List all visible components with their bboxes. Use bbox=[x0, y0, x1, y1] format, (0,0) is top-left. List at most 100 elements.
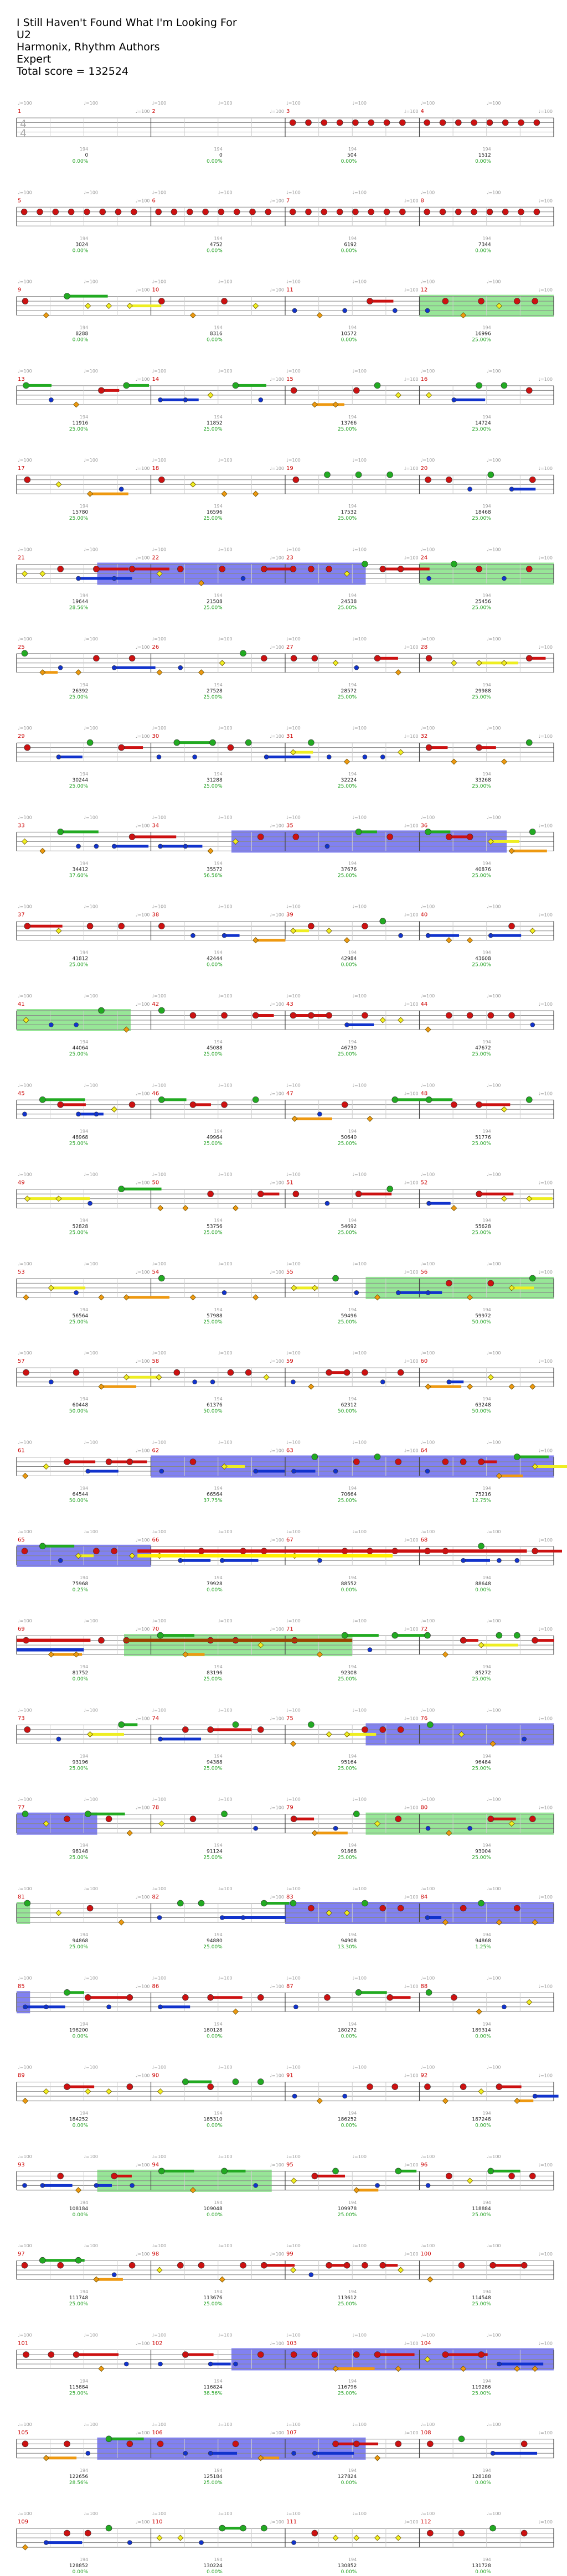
tempo-label: ♩=100 bbox=[84, 1708, 98, 1713]
tempo-label: ♩=100 bbox=[270, 1270, 284, 1275]
measure-number: 16 bbox=[421, 376, 428, 382]
tempo-label: ♩=100 bbox=[136, 466, 150, 471]
orange-note bbox=[425, 1026, 431, 1033]
red-note bbox=[489, 2262, 496, 2269]
blue-note bbox=[398, 933, 403, 938]
measure-percent: 25.00% bbox=[203, 516, 223, 521]
orange-note bbox=[514, 2098, 520, 2104]
sustain-tail bbox=[491, 1817, 516, 1820]
tempo-label: ♩=100 bbox=[218, 726, 233, 731]
measure-number: 47 bbox=[286, 1090, 293, 1096]
beat-count-label: 194 bbox=[348, 1307, 357, 1312]
sustain-tail bbox=[114, 666, 156, 669]
tempo-label: ♩=100 bbox=[218, 2065, 233, 2070]
beat-count-label: 194 bbox=[348, 1396, 357, 1401]
tempo-label: ♩=100 bbox=[18, 904, 32, 909]
tempo-label: ♩=100 bbox=[404, 556, 419, 561]
orange-note bbox=[496, 1919, 502, 1926]
measure-percent: 50.00% bbox=[69, 1409, 89, 1414]
measure-percent: 0.00% bbox=[207, 963, 223, 968]
red-note bbox=[227, 1369, 234, 1376]
yellow-note bbox=[232, 838, 239, 845]
tempo-label: ♩=100 bbox=[136, 1449, 150, 1453]
sustain-tail bbox=[293, 1817, 315, 1820]
blue-note bbox=[367, 1647, 373, 1652]
sustain-tail bbox=[160, 845, 203, 848]
sustain-tail bbox=[499, 2085, 522, 2088]
measure-number: 98 bbox=[152, 2251, 159, 2257]
red-note bbox=[202, 208, 209, 215]
orange-note bbox=[39, 669, 46, 676]
tempo-label: ♩=100 bbox=[538, 377, 553, 382]
red-note bbox=[460, 1905, 467, 1912]
orange-note bbox=[118, 1919, 125, 1926]
blue-note bbox=[326, 754, 332, 759]
sustain-tail bbox=[224, 1465, 245, 1468]
red-note bbox=[198, 2262, 205, 2269]
tempo-label: ♩=100 bbox=[487, 1886, 501, 1891]
measure-number: 81 bbox=[18, 1894, 25, 1900]
measure-score: 62312 bbox=[341, 1403, 357, 1408]
yellow-note bbox=[526, 1999, 533, 2005]
green-note bbox=[332, 2168, 339, 2175]
tempo-label: ♩=100 bbox=[270, 1091, 284, 1096]
red-note bbox=[93, 1548, 100, 1555]
beat-count-label: 194 bbox=[348, 1218, 357, 1223]
orange-note bbox=[189, 2187, 197, 2194]
red-note bbox=[86, 923, 94, 929]
yellow-note bbox=[353, 2534, 360, 2541]
red-note bbox=[395, 1815, 402, 1822]
green-note bbox=[240, 2525, 246, 2532]
blue-note bbox=[208, 2450, 213, 2456]
measure-number: 86 bbox=[152, 1983, 159, 1989]
tempo-label: ♩=100 bbox=[538, 556, 553, 561]
measure-number: 9 bbox=[18, 287, 21, 293]
measure-score: 91868 bbox=[341, 1849, 357, 1855]
beat-count-label: 194 bbox=[214, 2200, 222, 2205]
orange-note bbox=[189, 312, 197, 319]
tempo-label: ♩=100 bbox=[487, 815, 501, 820]
tempo-label: ♩=100 bbox=[487, 547, 501, 552]
tempo-label: ♩=100 bbox=[421, 1708, 435, 1713]
orange-note bbox=[476, 2008, 482, 2015]
blue-note bbox=[94, 2183, 99, 2188]
measure-score: 1512 bbox=[478, 153, 491, 158]
measure-score: 114548 bbox=[472, 2295, 491, 2301]
measure-percent: 25.00% bbox=[69, 1766, 89, 1771]
blue-note bbox=[210, 1379, 215, 1384]
measure-percent: 0.00% bbox=[475, 2034, 491, 2039]
yellow-note bbox=[177, 2534, 184, 2541]
tempo-label: ♩=100 bbox=[152, 815, 167, 820]
tempo-label: ♩=100 bbox=[286, 101, 301, 106]
tempo-label: ♩=100 bbox=[136, 1270, 150, 1275]
tempo-label: ♩=100 bbox=[84, 458, 98, 463]
blue-note bbox=[530, 1022, 535, 1027]
measure-score: 41812 bbox=[73, 956, 89, 962]
yellow-note bbox=[257, 1642, 264, 1648]
measure-score: 116796 bbox=[338, 2385, 357, 2391]
beat-count-label: 194 bbox=[482, 950, 491, 955]
blue-note bbox=[76, 576, 81, 581]
beat-count-label: 194 bbox=[482, 504, 491, 509]
tempo-label: ♩=100 bbox=[487, 1975, 501, 1980]
measure-percent: 25.00% bbox=[203, 1230, 223, 1236]
measure-score: 94880 bbox=[207, 1938, 223, 1944]
green-note bbox=[374, 382, 381, 389]
tempo-label: ♩=100 bbox=[218, 2511, 233, 2516]
measure-percent: 25.00% bbox=[472, 606, 491, 611]
red-note bbox=[157, 2440, 164, 2448]
tempo-label: ♩=100 bbox=[270, 1538, 284, 1543]
sustain-tail bbox=[17, 1648, 84, 1652]
sustain-tail bbox=[160, 2005, 190, 2009]
tempo-label: ♩=100 bbox=[421, 1351, 435, 1356]
green-note bbox=[240, 650, 246, 657]
sustain-tail bbox=[58, 756, 83, 759]
red-note bbox=[186, 208, 193, 215]
measure-score: 13766 bbox=[341, 421, 357, 426]
measure-score: 75216 bbox=[475, 1492, 491, 1498]
beat-count-label: 194 bbox=[482, 2468, 491, 2473]
tempo-label: ♩=100 bbox=[18, 815, 32, 820]
beat-count-label: 194 bbox=[482, 2289, 491, 2294]
tempo-label: ♩=100 bbox=[352, 458, 367, 463]
measure-score: 6192 bbox=[344, 242, 357, 247]
